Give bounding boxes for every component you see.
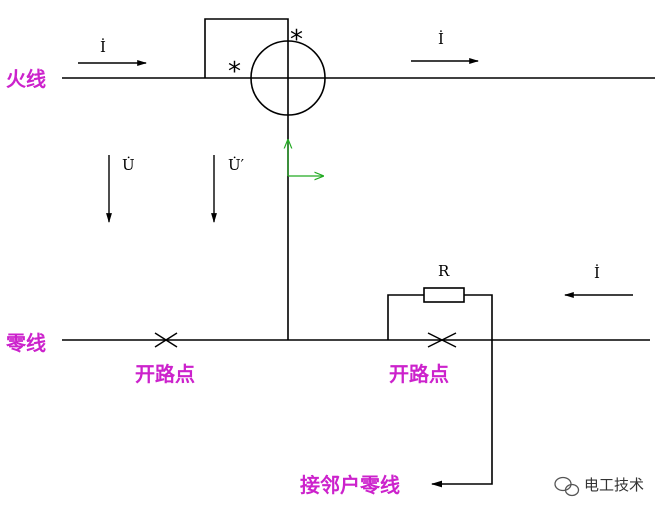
wechat-icon xyxy=(554,476,580,497)
open-point-left-label: 开路点 xyxy=(135,362,195,386)
neighbor-neutral-wire xyxy=(430,294,493,488)
current-label-top-right: İ xyxy=(438,30,444,48)
voltage-label: U̇ xyxy=(122,156,135,174)
current-label-right: İ xyxy=(594,264,600,282)
dot-mark-right: * xyxy=(290,25,303,55)
voltage-prime-label: U̇′ xyxy=(228,156,245,174)
current-label-top-left: İ xyxy=(100,38,106,56)
neutral-wire-label: 零线 xyxy=(5,331,46,355)
open-point-right-mark xyxy=(427,332,457,348)
green-axis-icon xyxy=(288,140,323,176)
meter-circle xyxy=(250,40,326,116)
dot-mark-left: * xyxy=(228,57,241,87)
watermark: 电工技术 xyxy=(554,476,644,497)
resistor xyxy=(423,287,465,303)
resistor-label: R xyxy=(438,262,450,280)
meter-coil-loop xyxy=(204,18,289,340)
resistor-bypass-wire xyxy=(387,294,424,340)
open-point-right-label: 开路点 xyxy=(389,362,449,386)
watermark-text: 电工技术 xyxy=(584,476,644,494)
open-point-left-mark xyxy=(154,332,178,348)
live-wire-label: 火线 xyxy=(6,67,46,91)
neighbor-neutral-label: 接邻户零线 xyxy=(300,473,400,497)
